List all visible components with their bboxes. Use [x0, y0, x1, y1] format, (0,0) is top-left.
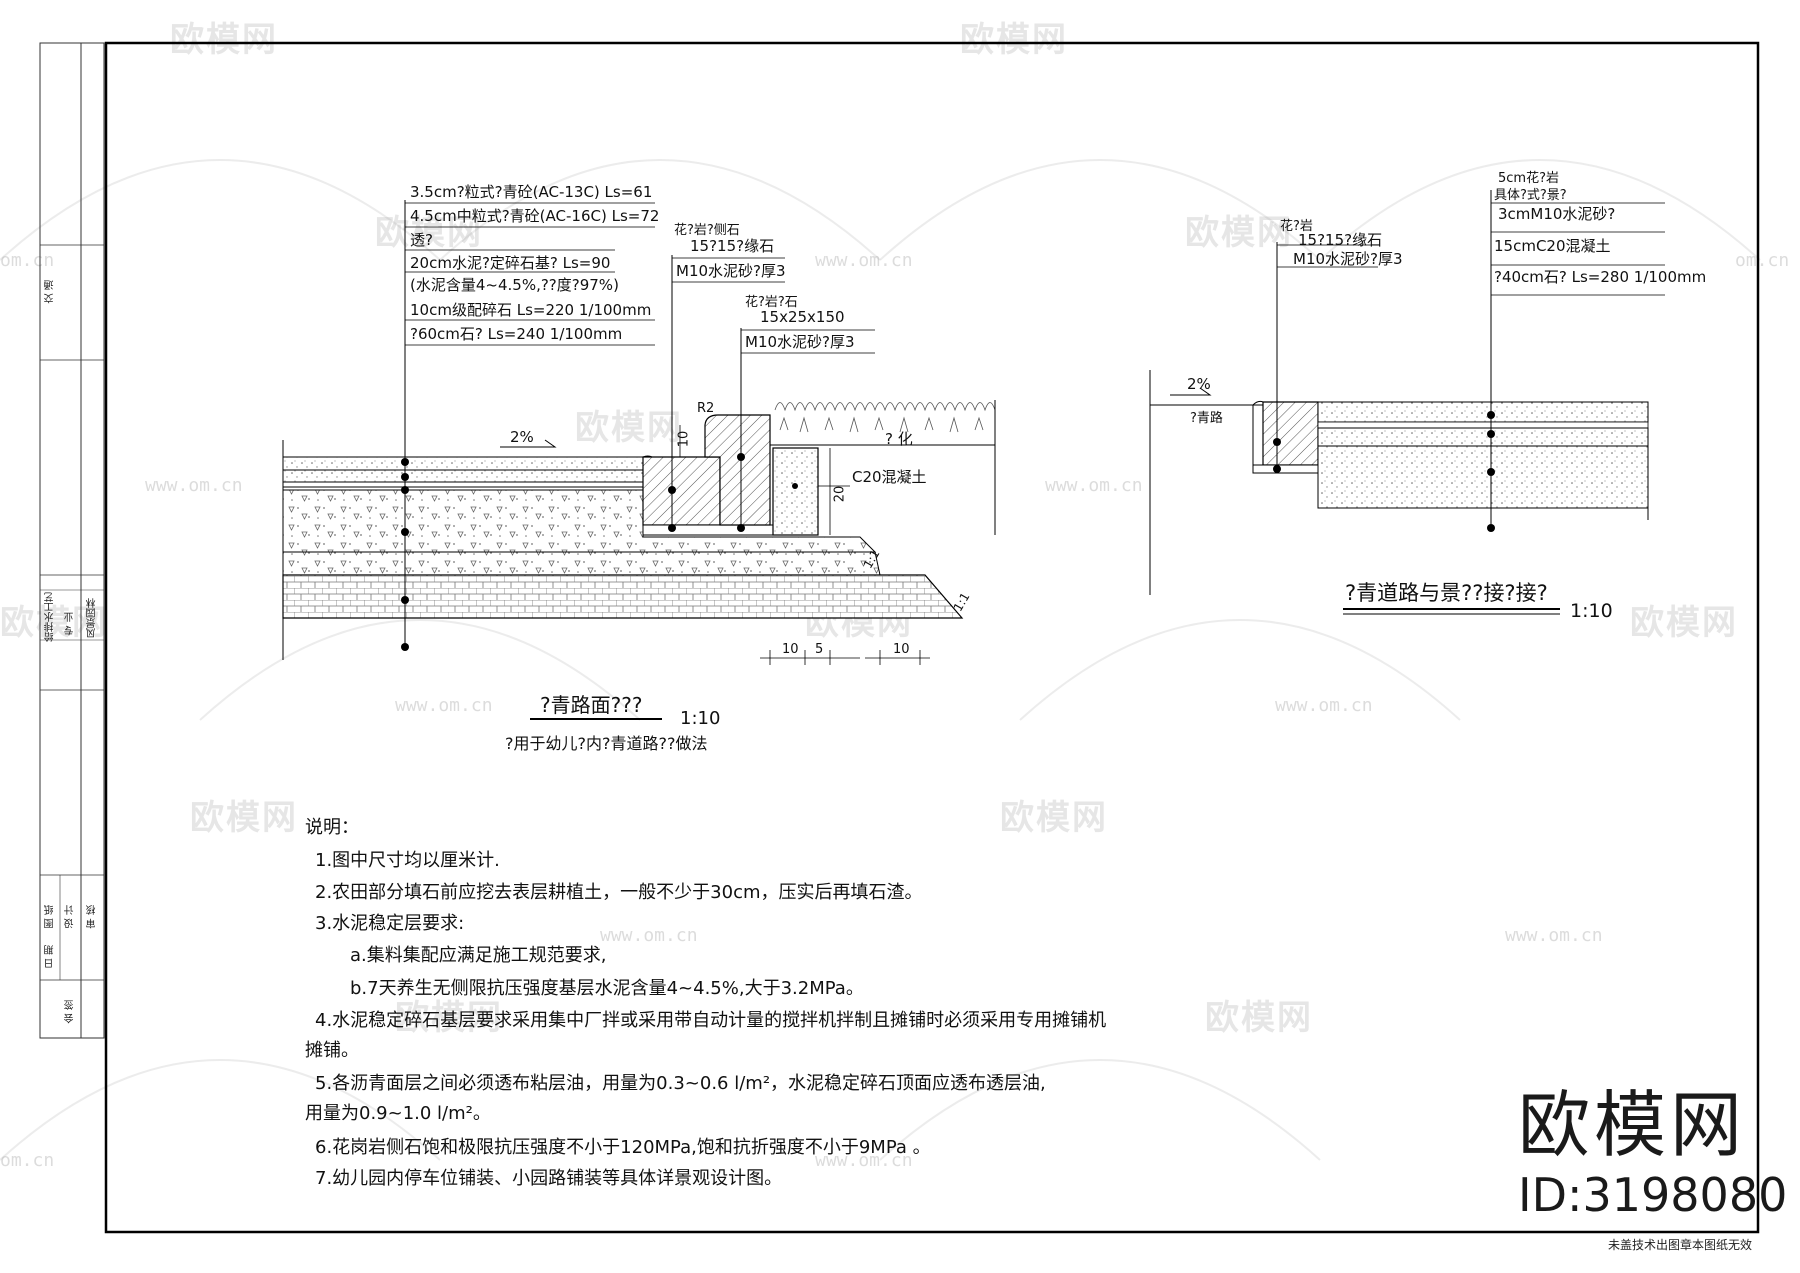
drawing-frame: [104, 41, 1760, 1234]
slope-label: 2%: [510, 428, 534, 446]
dim-label: 20: [832, 485, 848, 503]
curb-label: M10水泥砂?厚3: [676, 262, 786, 280]
title-block-cell: 设 计: [65, 905, 76, 929]
title-block-cell: 风景园林: [87, 598, 98, 638]
watermark-url: www.om.cn: [145, 475, 243, 496]
watermark-logo: 欧模网: [1000, 798, 1108, 838]
curb-label: M10水泥砂?厚3: [1293, 250, 1403, 268]
title-block-cell: 图 纸: [45, 905, 56, 929]
left-section-drawing: [282, 200, 996, 720]
layer-label: 5cm花?岩: [1498, 171, 1559, 186]
slope-label: 2%: [1187, 375, 1211, 393]
title-block-cell: 交 通: [45, 280, 56, 304]
dim-label: 10: [893, 642, 910, 657]
note-item: a.集料集配应满足施工规范要求,: [350, 945, 607, 966]
dim-label: 10: [676, 430, 692, 448]
watermark-logo: 欧模网: [1185, 213, 1293, 253]
curb-label: 15?15?缘石: [1298, 231, 1383, 249]
layer-label: 15cmC20混凝土: [1494, 237, 1611, 255]
watermark-logo: 欧模网: [1630, 603, 1738, 643]
layer-label: ?60cm石? Ls=240 1/100mm: [410, 325, 623, 343]
note-item: 1.图中尺寸均以厘米计.: [315, 850, 500, 871]
watermark-url: om.cn: [1735, 250, 1790, 271]
watermark-logo: 欧模网: [170, 20, 278, 60]
watermark-url: om.cn: [0, 1150, 55, 1171]
curb-label: 花?岩: [1280, 219, 1313, 234]
layer-label: 3.5cm?粒式?青砼(AC-13C) Ls=61: [410, 183, 653, 201]
note-item: 摊铺。: [305, 1040, 359, 1061]
watermark-url: www.om.cn: [815, 250, 913, 271]
radius-label: R2: [697, 401, 715, 416]
road-label: ?青路: [1190, 411, 1223, 426]
watermark-logo: 欧模网: [395, 998, 503, 1038]
detail-subtitle: ?用于幼儿?内?青道路??做法: [505, 734, 708, 753]
detail-scale: 1:10: [680, 708, 721, 729]
concrete-label: C20混凝土: [852, 468, 927, 486]
note-item: 用量为0.9~1.0 l/m²。: [305, 1103, 491, 1124]
right-section-drawing: [1149, 190, 1665, 615]
watermark-logo: 欧模网: [960, 20, 1068, 60]
layer-label: 具体?式?景?: [1494, 188, 1567, 203]
watermark-logo: 欧模网: [0, 603, 108, 643]
watermark-url: www.om.cn: [600, 925, 698, 946]
title-block-cell: 专 业: [65, 612, 76, 636]
watermark-url: www.om.cn: [395, 695, 493, 716]
note-item: 4.水泥稳定碎石基层要求采用集中厂拌或采用带自动计量的搅拌机拌制且摊铺时必须采用…: [315, 1010, 1107, 1031]
note-item: 5.各沥青面层之间必须透布粘层油，用量为0.3~0.6 l/m²，水泥稳定碎石顶…: [315, 1073, 1046, 1094]
note-item: b.7天养生无侧限抗压强度基层水泥含量4~4.5%,大于3.2MPa。: [350, 978, 864, 999]
watermark-url: om.cn: [0, 250, 55, 271]
curb-label: 花?岩?侧石: [674, 223, 740, 238]
note-item: 6.花岗岩侧石饱和极限抗压强度不小于120MPa,饱和抗折强度不小于9MPa 。: [315, 1137, 931, 1158]
title-block-cell: 会 签: [65, 1000, 76, 1024]
layer-label: 20cm水泥?定碎石基? Ls=90: [410, 254, 611, 272]
watermark-id: ID:3198080: [1518, 1168, 1788, 1222]
layer-label: ?40cm石? Ls=280 1/100mm: [1494, 268, 1707, 286]
detail-title: ?青道路与景??接?接?: [1345, 581, 1548, 605]
layer-label: 透?: [410, 231, 433, 249]
watermark-arcs: [0, 159, 1761, 1161]
layer-label: 4.5cm中粒式?青砼(AC-16C) Ls=72: [410, 207, 660, 225]
watermark-url: www.om.cn: [815, 1150, 913, 1171]
footer-note: 未盖技术出图章本图纸无效: [1608, 1238, 1753, 1252]
layer-label: 10cm级配碎石 Ls=220 1/100mm: [410, 301, 652, 319]
watermark-logo: 欧模网: [190, 798, 298, 838]
curb-label: 15?15?缘石: [690, 237, 775, 255]
dim-label: 10: [782, 642, 799, 657]
watermark-logo: 欧模网: [575, 408, 683, 448]
greenery-label: ? 化: [885, 430, 913, 448]
watermark-brand-big: 欧模网: [1518, 1083, 1747, 1167]
notes-heading: 说明：: [305, 817, 359, 838]
title-block-cell: 给排水工艺: [45, 592, 56, 642]
note-item: 3.水泥稳定层要求:: [315, 913, 465, 934]
title-block-cell: 审 核: [87, 905, 98, 929]
watermark-url: www.om.cn: [1045, 475, 1143, 496]
detail-title: ?青路面???: [540, 693, 643, 717]
curb-label: 15x25x150: [760, 308, 845, 326]
curb-label: 花?岩?石: [745, 295, 798, 310]
title-block-cell: 日 期: [45, 945, 56, 969]
grass-icon: [774, 402, 996, 433]
layer-label: 3cmM10水泥砂?: [1498, 205, 1616, 223]
curb-label: M10水泥砂?厚3: [745, 333, 855, 351]
note-item: 2.农田部分填石前应挖去表层耕植土，一般不少于30cm，压实后再填石渣。: [315, 882, 923, 903]
detail-scale: 1:10: [1570, 600, 1613, 622]
watermark-logo: 欧模网: [375, 213, 483, 253]
dim-label: 5: [815, 642, 824, 657]
note-item: 7.幼儿园内停车位铺装、小园路铺装等具体详景观设计图。: [315, 1168, 783, 1189]
watermark-url: www.om.cn: [1505, 925, 1603, 946]
layer-label: (水泥含量4~4.5%,??度?97%): [410, 276, 619, 294]
watermark-logo: 欧模网: [1205, 998, 1313, 1038]
watermark-url: www.om.cn: [1275, 695, 1373, 716]
